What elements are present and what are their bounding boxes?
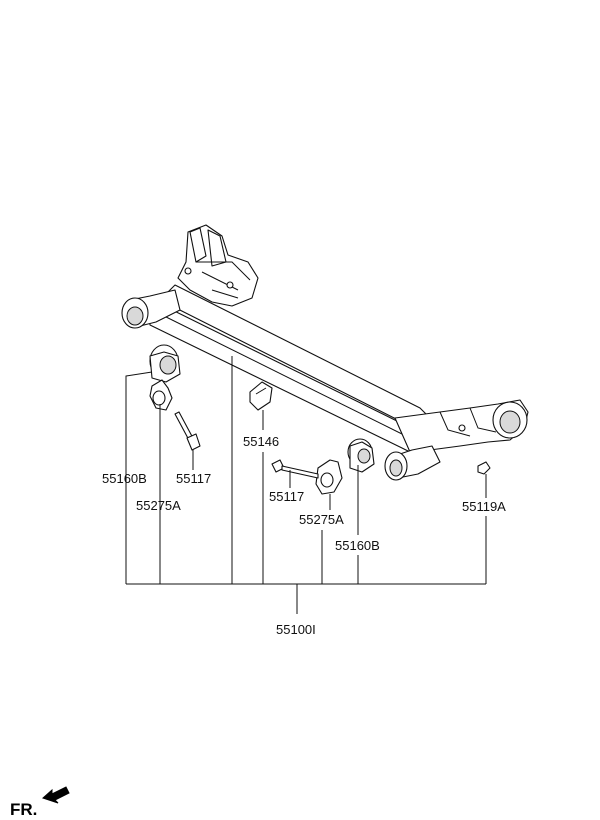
stopper-drawing xyxy=(249,381,273,411)
bracket-right-drawing xyxy=(315,459,343,495)
bushing-left-drawing xyxy=(149,344,181,383)
bolt-left-drawing xyxy=(174,411,201,451)
leader-lines xyxy=(125,356,487,614)
label-bracket-right: 55275A xyxy=(299,512,344,527)
label-bolt-left: 55117 xyxy=(176,471,211,486)
label-bushing-left: 55160B xyxy=(102,471,147,486)
bolt-right-drawing xyxy=(271,459,319,479)
front-direction-indicator: FR. xyxy=(10,786,70,819)
label-stopper: 55146 xyxy=(243,434,279,449)
front-label: FR. xyxy=(10,800,37,819)
front-arrow-icon xyxy=(42,786,70,804)
bracket-left-drawing xyxy=(149,379,173,411)
label-nut: 55119A xyxy=(462,499,506,514)
label-bushing-right: 55160B xyxy=(335,538,380,553)
nut-drawing xyxy=(477,461,491,475)
label-bolt-right: 55117 xyxy=(269,489,304,504)
bushing-right-drawing xyxy=(347,438,375,473)
label-bracket-left: 55275A xyxy=(136,498,181,513)
label-assembly: 55100I xyxy=(276,622,316,637)
torsion-axle-assembly xyxy=(121,224,529,481)
